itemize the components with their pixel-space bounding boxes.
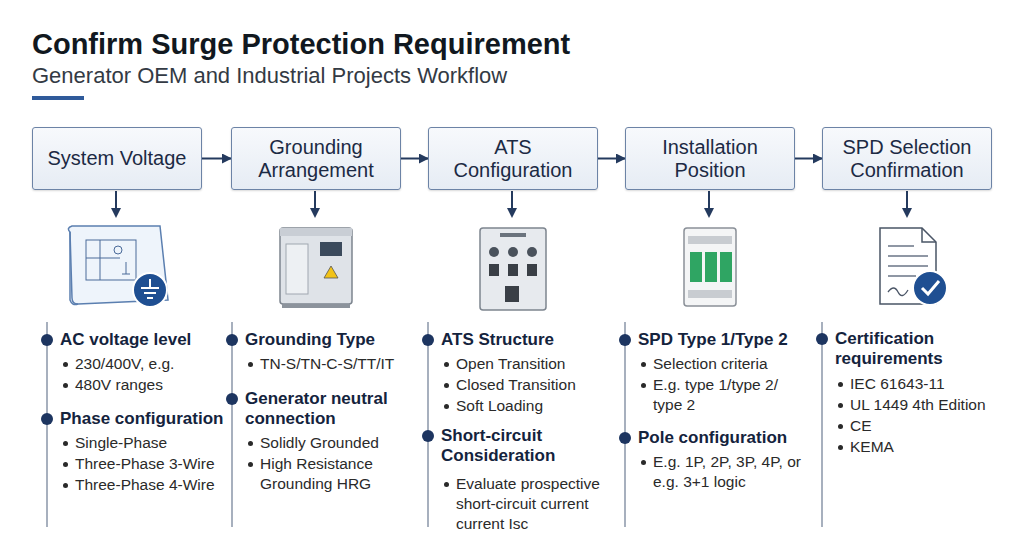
bullet-heading: ATS Structure xyxy=(441,330,611,350)
sub-bullet-dot xyxy=(838,445,843,450)
sub-bullet-dot xyxy=(838,424,843,429)
bullet-item: IEC 61643-11 xyxy=(850,374,1010,394)
sub-bullet-dot xyxy=(248,441,253,446)
bullet-item: Three-Phase 4-Wire xyxy=(75,475,225,495)
bullet-item: 480V ranges xyxy=(75,375,225,395)
sub-bullet-dot xyxy=(63,483,68,488)
sub-bullet-dot xyxy=(63,383,68,388)
flow-arrow xyxy=(598,158,625,160)
bullet-dot xyxy=(41,334,53,346)
box-label: System Voltage xyxy=(48,147,187,170)
subtitle: Generator OEM and Industrial Projects Wo… xyxy=(32,63,507,89)
box-label: Grounding Arrangement xyxy=(240,136,392,182)
box-label: Installation Position xyxy=(634,136,786,182)
process-box: Grounding Arrangement xyxy=(231,127,401,190)
sub-bullet-dot xyxy=(444,383,449,388)
sub-bullet-dot xyxy=(641,362,646,367)
bullet-heading: Grounding Type xyxy=(245,330,415,350)
bullet-item: High Resistance Grounding HRG xyxy=(260,454,400,494)
sub-bullet-dot xyxy=(63,441,68,446)
bullet-dot xyxy=(619,334,631,346)
generator-cabinet-icon xyxy=(280,228,352,308)
accent-bar xyxy=(32,96,84,100)
blueprint-icon xyxy=(68,226,168,307)
sub-bullet-dot xyxy=(248,362,253,367)
sub-bullet-dot xyxy=(63,362,68,367)
bullet-item: UL 1449 4th Edition xyxy=(850,395,1015,415)
sub-bullet-dot xyxy=(444,482,449,487)
down-arrows xyxy=(116,191,907,216)
process-box: ATS Configuration xyxy=(428,127,598,190)
bullet-item: TN-S/TN-C-S/TT/IT xyxy=(260,354,420,374)
bullet-dot xyxy=(619,432,631,444)
certificate-icon xyxy=(880,228,947,305)
bullet-dot xyxy=(226,334,238,346)
bullet-heading: AC voltage level xyxy=(60,330,225,350)
process-box: System Voltage xyxy=(32,127,202,190)
sub-bullet-dot xyxy=(641,460,646,465)
bullet-item: Selection criteria xyxy=(653,354,813,374)
box-label: ATS Configuration xyxy=(437,136,589,182)
sub-bullet-dot xyxy=(63,462,68,467)
bullet-item: 230/400V, e.g. xyxy=(75,354,225,374)
bullet-item: Three-Phase 3-Wire xyxy=(75,454,225,474)
bullet-heading: Pole configuration xyxy=(638,428,813,448)
bullet-item: Closed Transition xyxy=(456,375,611,395)
process-box: SPD Selection Confirmation xyxy=(822,127,992,190)
sub-bullet-dot xyxy=(838,382,843,387)
bullet-dot xyxy=(422,430,434,442)
ats-panel-icon xyxy=(480,228,546,310)
bullet-item: CE xyxy=(850,416,1010,436)
bullet-dot xyxy=(41,413,53,425)
bullet-item: E.g. type 1/type 2/ type 2 xyxy=(653,375,808,415)
column-lines xyxy=(47,322,822,527)
sub-bullet-dot xyxy=(641,383,646,388)
bullet-item: KEMA xyxy=(850,437,1010,457)
sub-bullet-dot xyxy=(248,462,253,467)
title: Confirm Surge Protection Requirement xyxy=(32,28,570,61)
bullet-item: E.g. 1P, 2P, 3P, 4P, or e.g. 3+1 logic xyxy=(653,452,808,492)
bullet-dot xyxy=(422,334,434,346)
bullet-item: Soft Loading xyxy=(456,396,611,416)
spd-module-icon xyxy=(684,228,736,306)
sub-bullet-dot xyxy=(444,362,449,367)
bullet-heading: Phase configuration xyxy=(60,409,225,429)
bullet-heading: SPD Type 1/Type 2 xyxy=(638,330,813,350)
sub-bullet-dot xyxy=(444,404,449,409)
flow-arrow xyxy=(401,158,428,160)
flow-arrow xyxy=(795,158,822,160)
bullet-item: Open Transition xyxy=(456,354,611,374)
bullet-heading: Certification requirements xyxy=(835,329,985,369)
bullet-item: Single-Phase xyxy=(75,433,225,453)
sub-bullet-dot xyxy=(838,403,843,408)
bullet-item: Evaluate prospective short-circuit curre… xyxy=(456,474,611,534)
bullet-item: Solidly Grounded xyxy=(260,433,415,453)
bullet-dot xyxy=(816,333,828,345)
bullet-dot xyxy=(226,393,238,405)
process-box: Installation Position xyxy=(625,127,795,190)
flow-arrow xyxy=(202,158,231,160)
box-label: SPD Selection Confirmation xyxy=(831,136,983,182)
bullet-heading: Generator neutral connection xyxy=(245,389,395,429)
bullet-heading: Short-circuit Consideration xyxy=(441,426,591,466)
